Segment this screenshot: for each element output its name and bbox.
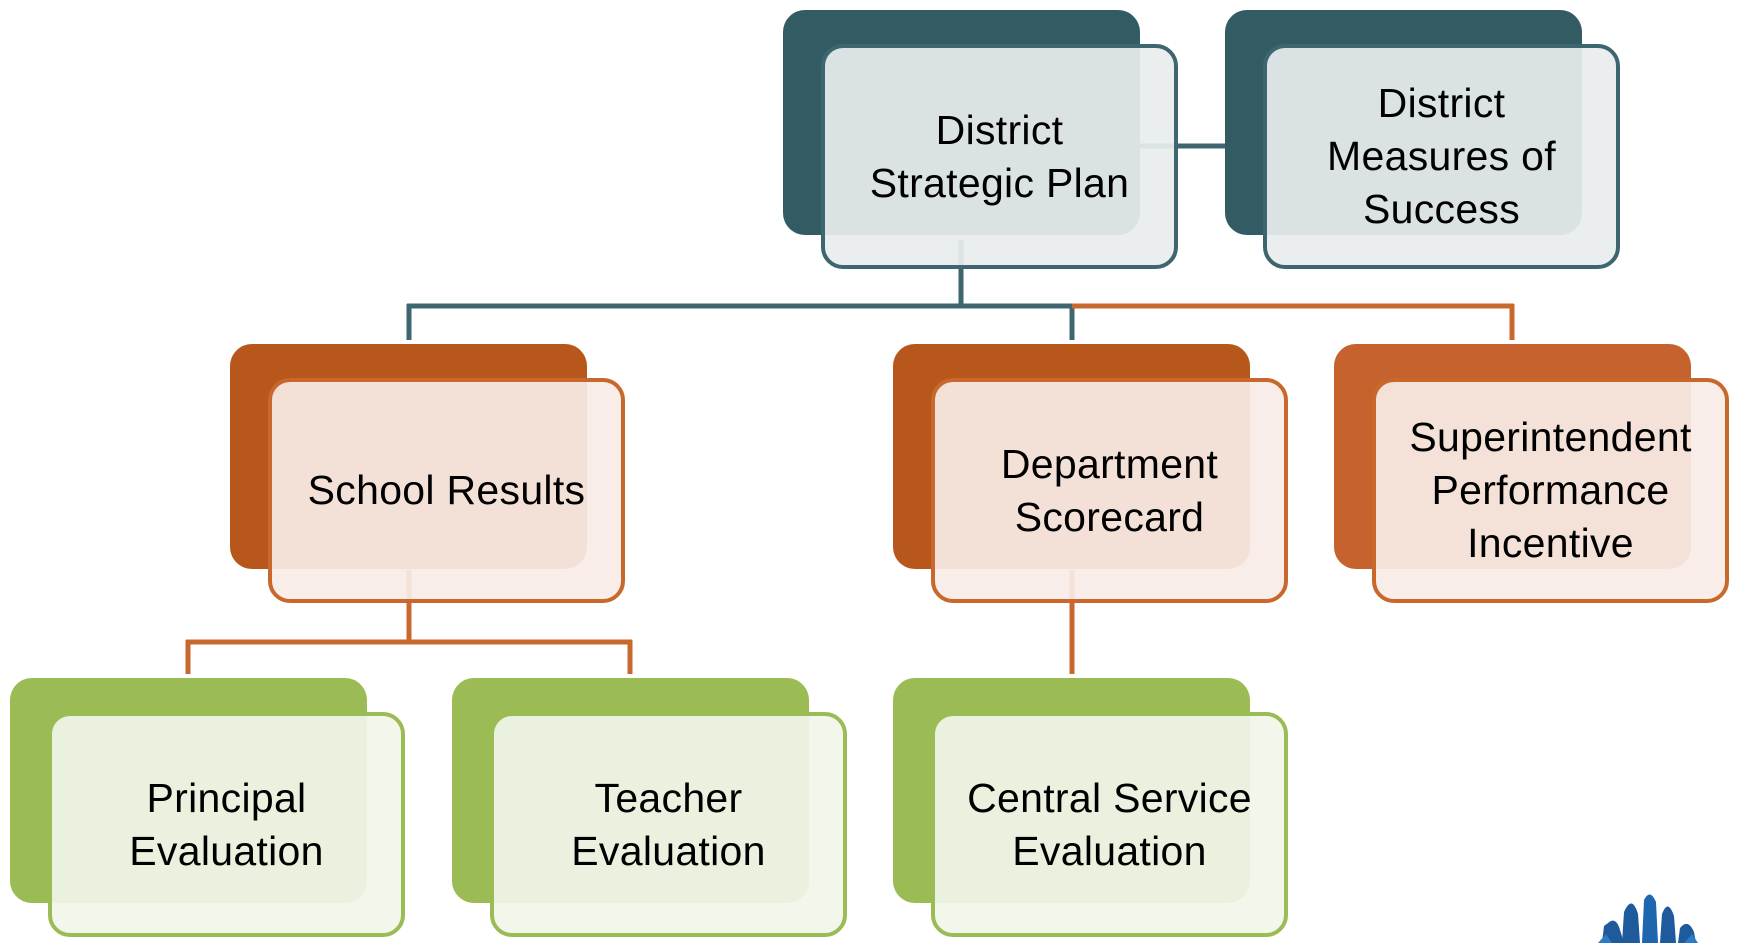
label-line: District: [935, 106, 1064, 153]
node-box: Principal Evaluation: [48, 712, 405, 937]
label-line: Strategic Plan: [869, 159, 1130, 206]
label-line: Scorecard: [1014, 493, 1205, 540]
node-box: Teacher Evaluation: [490, 712, 847, 937]
node-label: Central Service Evaluation: [951, 772, 1268, 878]
label-line: District: [1377, 80, 1506, 126]
label-line: Success: [1362, 186, 1521, 232]
label-line: Evaluation: [129, 827, 324, 874]
node-box: School Results: [268, 378, 625, 603]
node-box: District Measures of Success: [1263, 44, 1620, 269]
node-box: Superintendent Performance Incentive: [1372, 378, 1729, 603]
label-line: Central Service: [967, 774, 1252, 821]
label-line: Principal: [146, 774, 307, 821]
node-principal-evaluation: Principal Evaluation: [10, 678, 405, 940]
node-school-results: School Results: [230, 344, 625, 606]
node-box: Central Service Evaluation: [931, 712, 1288, 937]
label-line: Evaluation: [571, 827, 766, 874]
label-line: Performance: [1431, 467, 1670, 513]
node-box: Department Scorecard: [931, 378, 1288, 603]
node-department-scorecard: Department Scorecard: [893, 344, 1288, 606]
node-teacher-evaluation: Teacher Evaluation: [452, 678, 847, 940]
node-label: Department Scorecard: [985, 438, 1234, 544]
label-line: Measures of: [1327, 133, 1556, 179]
node-label: District Measures of Success: [1311, 77, 1572, 236]
node-label: School Results: [292, 464, 602, 517]
node-label: Principal Evaluation: [113, 772, 339, 878]
label-line: School Results: [307, 467, 586, 513]
node-label: Teacher Evaluation: [555, 772, 781, 878]
node-label: District Strategic Plan: [854, 104, 1145, 210]
node-central-service-evaluation: Central Service Evaluation: [893, 678, 1288, 940]
blue-leaf-logo-icon: [1598, 894, 1698, 943]
node-district-strategic-plan: District Strategic Plan: [783, 10, 1178, 272]
label-line: Superintendent: [1409, 414, 1692, 460]
node-superintendent-performance-incentive: Superintendent Performance Incentive: [1334, 344, 1729, 606]
label-line: Incentive: [1467, 520, 1634, 566]
label-line: Department: [1000, 440, 1219, 487]
label-line: Evaluation: [1012, 827, 1207, 874]
node-district-measures-of-success: District Measures of Success: [1225, 10, 1620, 272]
node-label: Superintendent Performance Incentive: [1393, 411, 1707, 570]
label-line: Teacher: [594, 774, 743, 821]
node-box: District Strategic Plan: [821, 44, 1178, 269]
